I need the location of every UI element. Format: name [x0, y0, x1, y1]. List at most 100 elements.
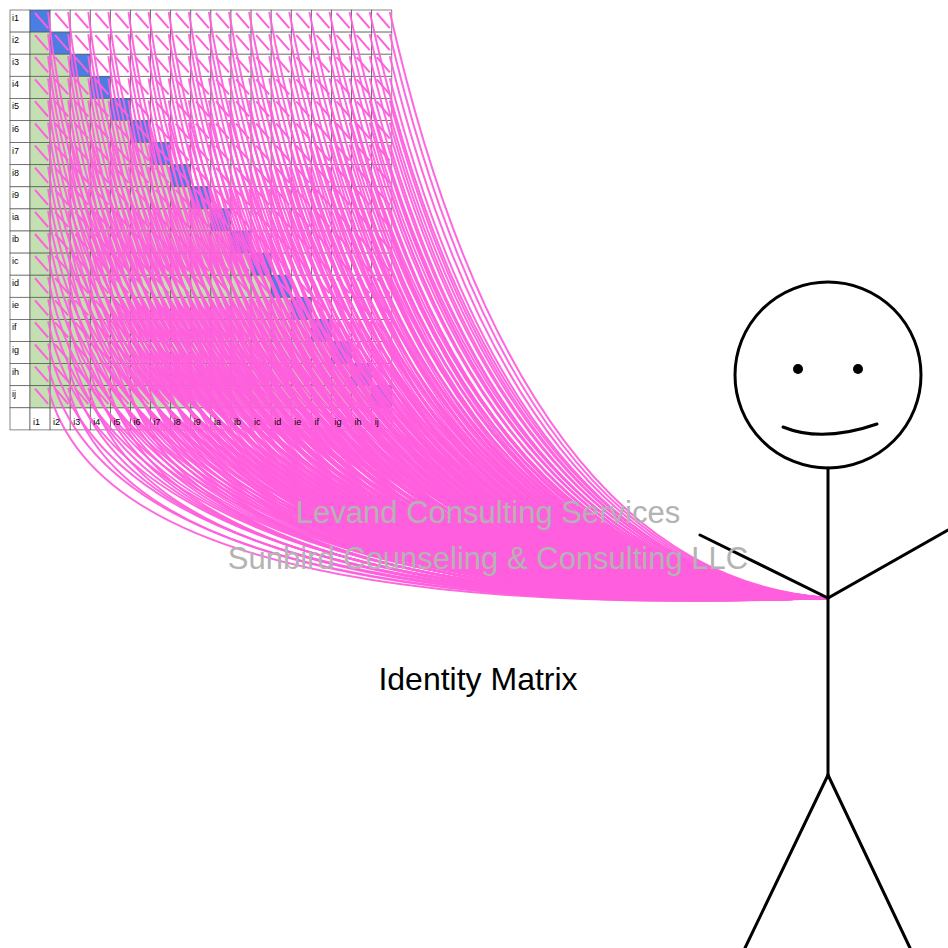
matrix-cell — [30, 342, 50, 364]
pink-string — [48, 277, 828, 599]
row-label: i3 — [12, 58, 19, 67]
matrix-cell — [30, 386, 50, 408]
matrix-cell — [311, 10, 331, 32]
column-label: id — [274, 418, 281, 427]
pink-string — [169, 321, 828, 598]
string-tick — [55, 57, 68, 72]
watermark: Sunbird Counseling & Consulting LLC — [228, 543, 748, 574]
pink-string — [269, 123, 828, 599]
pink-string — [209, 233, 828, 598]
pink-string — [129, 277, 829, 598]
pink-string — [108, 255, 828, 598]
pink-string — [108, 233, 828, 598]
pink-string — [169, 388, 828, 600]
row-label: id — [12, 279, 19, 288]
matrix-cell — [30, 253, 50, 275]
pink-string — [129, 189, 829, 598]
matrix-cell — [70, 10, 90, 32]
pink-string — [88, 34, 828, 598]
pink-string — [88, 189, 828, 598]
string-tick — [236, 13, 249, 28]
column-label: ij — [375, 418, 379, 427]
pink-string — [68, 100, 828, 598]
pink-string — [129, 255, 829, 598]
column-label: if — [314, 418, 319, 427]
string-tick — [276, 35, 289, 50]
matrix-cell — [30, 319, 50, 341]
pink-string — [88, 299, 828, 599]
label-cell — [10, 297, 30, 319]
pink-string — [88, 344, 828, 600]
pink-string — [129, 366, 829, 600]
pink-string — [149, 344, 828, 600]
matrix-cell — [50, 10, 70, 32]
label-cell — [10, 386, 30, 408]
pink-string — [169, 233, 828, 598]
string-tick — [95, 13, 108, 28]
matrix-cell — [372, 10, 392, 32]
pink-string — [189, 233, 828, 598]
pink-string — [88, 145, 828, 599]
pink-string — [209, 388, 828, 599]
column-label: i8 — [174, 418, 181, 427]
matrix-cell — [30, 165, 50, 187]
matrix-cell — [90, 10, 110, 32]
row-label: ig — [12, 346, 19, 355]
pink-string — [189, 388, 828, 599]
pink-string — [68, 255, 828, 599]
pink-string — [68, 366, 828, 601]
pink-string — [149, 167, 828, 598]
column-label: i9 — [194, 418, 201, 427]
string-tick — [35, 13, 48, 28]
string-tick — [115, 13, 128, 28]
pink-string — [169, 211, 828, 598]
pink-string — [48, 167, 828, 599]
pink-string — [129, 145, 829, 598]
pink-string — [108, 366, 828, 600]
string-tick — [337, 35, 350, 50]
string-tick — [296, 35, 309, 50]
figure-smile — [783, 424, 877, 434]
pink-string — [169, 123, 828, 599]
pink-string — [48, 255, 828, 599]
pink-string — [48, 189, 828, 599]
matrix-cell — [191, 10, 211, 32]
pink-string — [108, 123, 828, 599]
pink-string — [108, 321, 828, 599]
pink-string — [289, 123, 828, 599]
pink-string — [88, 388, 828, 601]
pink-strings — [48, 12, 828, 601]
pink-string — [209, 100, 828, 598]
pink-string — [48, 388, 828, 601]
pink-string — [149, 321, 828, 598]
pink-string — [68, 344, 828, 600]
pink-string — [68, 167, 828, 599]
pink-string — [88, 321, 828, 599]
string-tick — [316, 13, 329, 28]
matrix-cell — [30, 209, 50, 231]
column-label: i4 — [93, 418, 100, 427]
label-cell — [10, 364, 30, 386]
pink-string — [209, 34, 828, 598]
string-tick — [95, 35, 108, 50]
pink-string — [209, 255, 828, 598]
row-label: ie — [12, 301, 19, 310]
pink-string — [169, 255, 828, 598]
string-tick — [35, 101, 48, 116]
string-tick — [75, 13, 88, 28]
watermark: Levand Consulting Services — [296, 497, 680, 528]
pink-string — [68, 12, 828, 598]
pink-string — [129, 388, 829, 600]
string-tick — [296, 13, 309, 28]
string-tick — [35, 124, 48, 139]
matrix-cell — [30, 121, 50, 143]
pink-string — [209, 211, 828, 598]
label-cell — [10, 253, 30, 275]
row-label: i4 — [12, 80, 19, 89]
pink-string — [48, 344, 828, 600]
pink-string — [48, 321, 828, 599]
pink-string — [68, 145, 828, 599]
pink-string — [108, 299, 828, 599]
matrix-cell — [352, 10, 372, 32]
matrix-cell — [30, 231, 50, 253]
